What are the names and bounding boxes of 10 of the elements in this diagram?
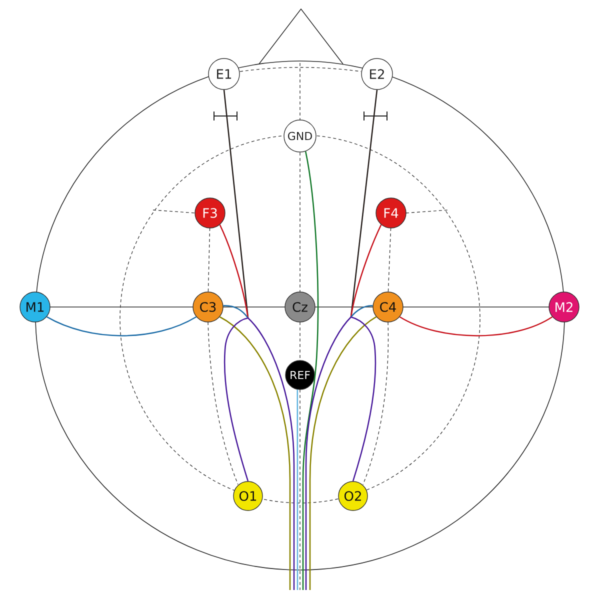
wire	[223, 305, 249, 318]
wire	[296, 390, 298, 590]
wire	[350, 305, 373, 318]
wire	[350, 224, 382, 318]
wire	[350, 90, 378, 318]
wire	[302, 151, 319, 590]
wire	[223, 90, 249, 318]
wire	[46, 316, 197, 336]
wire	[219, 224, 249, 318]
wire	[399, 316, 553, 336]
